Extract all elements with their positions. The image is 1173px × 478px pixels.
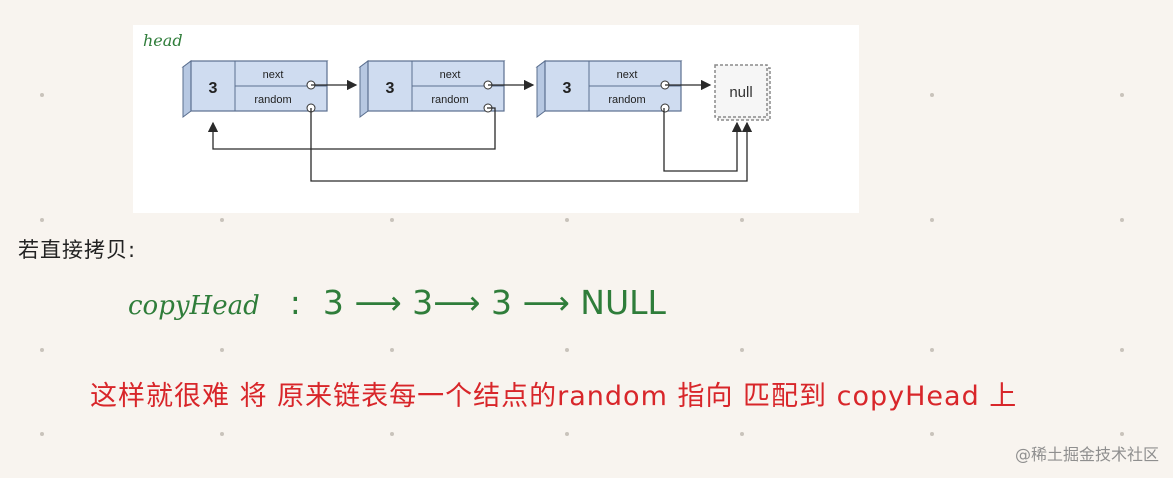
node-value: 3 [209,80,218,97]
random-arrow-3 [663,108,743,172]
copy-separator: : [289,283,301,322]
grid-dot [390,218,394,222]
grid-dot [1120,218,1124,222]
diagram-svg: 3 next random 3 next random 3 next random null [181,60,771,182]
null-label: null [729,84,752,101]
node-value: 3 [563,80,572,97]
grid-dot [390,432,394,436]
linked-list-diagram: head 3 next random 3 next random 3 next random n… [133,25,859,213]
list-node: 3 next random [358,60,506,118]
node-random-label: random [254,94,291,106]
grid-dot [220,348,224,352]
grid-dot [565,218,569,222]
grid-dot [390,348,394,352]
node-next-label: next [440,69,461,81]
list-node: 3 next random [181,60,329,118]
grid-dot [930,93,934,97]
watermark: @稀土掘金技术社区 [1014,445,1159,464]
grid-dot [565,348,569,352]
random-port [660,103,670,113]
grid-dot [740,218,744,222]
null-node: null [714,64,771,121]
note-line-2: copyHead:3 ⟶ 3⟶ 3 ⟶ NULL [128,283,666,322]
grid-dot [740,348,744,352]
node-random-label: random [608,94,645,106]
grid-dot [740,432,744,436]
head-label: head [143,31,183,50]
note-line-1: 若直接拷贝: [18,238,137,262]
note-line-3: 这样就很难 将 原来链表每一个结点的random 指向 匹配到 copyHead… [90,381,1018,412]
copy-head-label: copyHead [128,291,260,321]
list-node: 3 next random [535,60,683,118]
node-side-face [182,60,192,118]
grid-dot [930,218,934,222]
copy-chain: 3 ⟶ 3⟶ 3 ⟶ NULL [322,283,666,322]
grid-dot [40,348,44,352]
random-arrow-2 [207,107,496,150]
grid-dot [40,93,44,97]
node-side-face [536,60,546,118]
grid-dot [1120,93,1124,97]
node-next-label: next [263,69,284,81]
grid-dot [220,432,224,436]
node-side-face [359,60,369,118]
node-value: 3 [386,80,395,97]
grid-dot [565,432,569,436]
grid-dot [220,218,224,222]
grid-dot [1120,348,1124,352]
grid-dot [1120,432,1124,436]
grid-dot [930,348,934,352]
grid-dot [40,432,44,436]
grid-dot [40,218,44,222]
node-next-label: next [617,69,638,81]
grid-dot [930,432,934,436]
node-random-label: random [431,94,468,106]
random-arrow-1 [310,108,753,182]
